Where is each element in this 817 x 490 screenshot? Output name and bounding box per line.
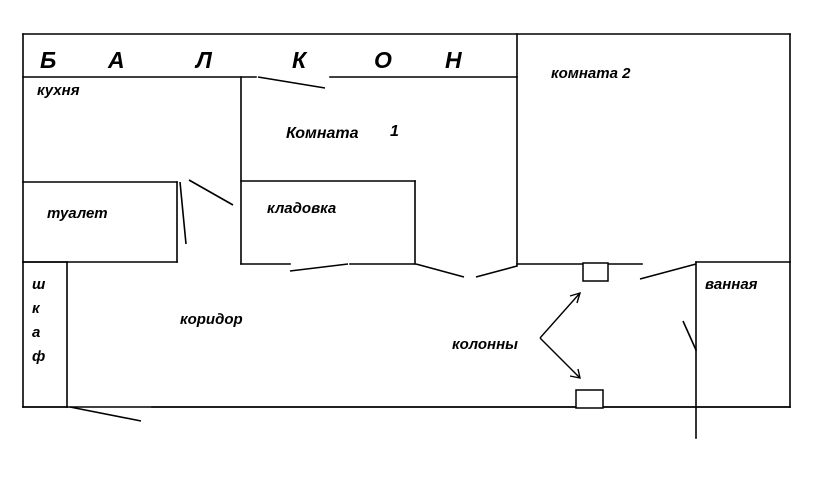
balcony-letter: К [292, 47, 308, 73]
wardrobe-walls [22, 261, 68, 408]
balcony-letter: Н [445, 47, 462, 73]
columns-label: колонны [452, 336, 518, 353]
column-arrows [539, 291, 582, 379]
balcony-letter: О [374, 47, 392, 73]
balcony-label: Б А Л К О Н [40, 47, 462, 73]
pantry-door [289, 263, 349, 272]
balcony-wall [22, 76, 518, 89]
balcony-letter: Л [194, 47, 213, 73]
toilet-door [179, 181, 187, 245]
wardrobe-label: ш к а ф [32, 276, 46, 365]
room2-label: комната 2 [551, 65, 631, 82]
column-bottom [575, 389, 604, 409]
bathroom-walls [682, 261, 791, 439]
bathroom-door [682, 320, 697, 351]
outer-walls [22, 33, 791, 408]
balcony-door [257, 76, 326, 89]
wardrobe-letter: ш [32, 276, 46, 293]
entrance-door [69, 406, 142, 422]
bathroom-label: ванная [705, 276, 758, 293]
wardrobe-letter: к [32, 300, 41, 317]
pantry-walls [240, 180, 416, 272]
corridor-label: коридор [180, 311, 243, 328]
room1-number: 1 [390, 123, 399, 140]
toilet-label: туалет [47, 205, 108, 222]
wardrobe-letter: ф [32, 348, 45, 365]
balcony-letter: Б [40, 47, 56, 73]
kitchen-door [188, 179, 234, 206]
room1-door-right [475, 265, 518, 278]
pantry-label: кладовка [267, 200, 336, 217]
room1-label: Комната [286, 125, 359, 142]
room1-door-left [415, 263, 465, 278]
kitchen-label: кухня [37, 82, 80, 99]
entrance-opening [22, 406, 142, 422]
column-top [582, 262, 609, 282]
wardrobe-letter: а [32, 324, 40, 341]
balcony-letter: А [107, 47, 125, 73]
room2-door [639, 263, 697, 280]
